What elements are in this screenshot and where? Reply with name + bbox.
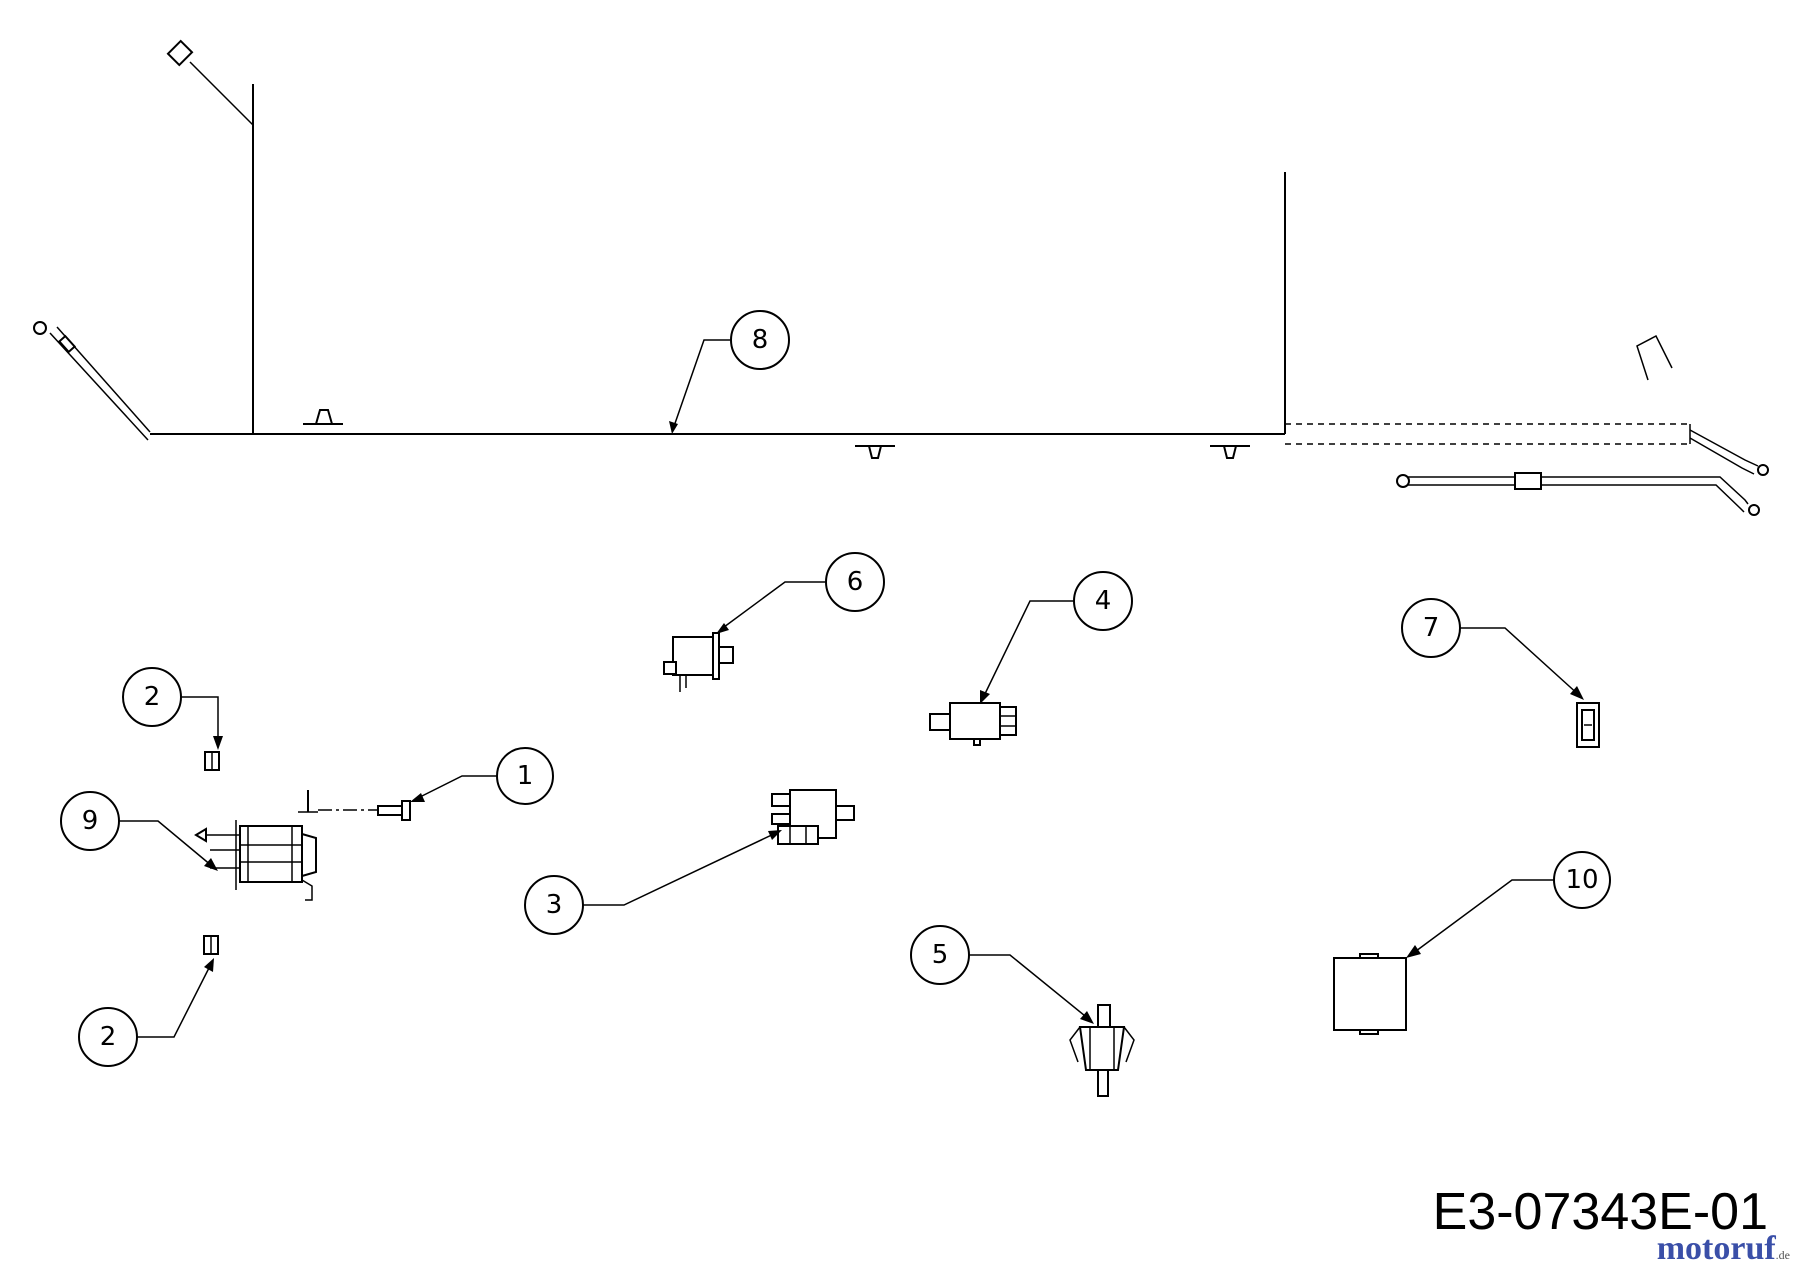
svg-text:4: 4 bbox=[1095, 586, 1112, 616]
callout-9: 9 bbox=[60, 791, 120, 851]
part-9-solenoid bbox=[194, 790, 318, 901]
part-7-rocker-switch bbox=[1576, 702, 1600, 748]
svg-text:7: 7 bbox=[1423, 613, 1440, 643]
svg-text:2: 2 bbox=[144, 682, 161, 712]
harness-clip bbox=[303, 409, 343, 425]
callout-2-upper: 2 bbox=[122, 667, 182, 727]
part-1-bolt bbox=[318, 800, 411, 821]
callout-10: 10 bbox=[1553, 851, 1611, 909]
svg-text:6: 6 bbox=[847, 567, 864, 597]
callout-8: 8 bbox=[730, 310, 790, 370]
watermark-logo: motoruf.de bbox=[1657, 1230, 1790, 1268]
part-3-switch bbox=[771, 789, 855, 845]
drawing-number: E3-07343E-01 bbox=[1432, 1183, 1768, 1241]
part-2-nut-upper bbox=[204, 751, 220, 771]
callout-6: 6 bbox=[825, 552, 885, 612]
part-6-switch bbox=[663, 632, 734, 692]
svg-text:3: 3 bbox=[546, 890, 563, 920]
svg-text:2: 2 bbox=[100, 1022, 117, 1052]
part-2-nut-lower bbox=[203, 935, 219, 955]
svg-text:8: 8 bbox=[752, 325, 769, 355]
part-5-plunger-switch bbox=[1069, 1004, 1135, 1097]
svg-text:9: 9 bbox=[82, 806, 99, 836]
callout-5: 5 bbox=[910, 925, 970, 985]
harness-clip bbox=[855, 445, 895, 459]
svg-text:5: 5 bbox=[932, 940, 949, 970]
callout-3: 3 bbox=[524, 875, 584, 935]
callout-4: 4 bbox=[1073, 571, 1133, 631]
part-4-connector bbox=[929, 702, 1017, 746]
harness-clip bbox=[1210, 445, 1250, 459]
svg-text:10: 10 bbox=[1565, 865, 1598, 895]
svg-text:1: 1 bbox=[517, 761, 534, 791]
watermark-brand: motoruf bbox=[1656, 1230, 1776, 1267]
watermark-tld: .de bbox=[1775, 1248, 1790, 1262]
callout-2-lower: 2 bbox=[78, 1007, 138, 1067]
part-10-module bbox=[1333, 953, 1407, 1035]
callout-7: 7 bbox=[1401, 598, 1461, 658]
main-wire-harness bbox=[33, 39, 1769, 516]
leader-lines bbox=[118, 339, 1584, 1038]
callout-1: 1 bbox=[496, 747, 554, 805]
